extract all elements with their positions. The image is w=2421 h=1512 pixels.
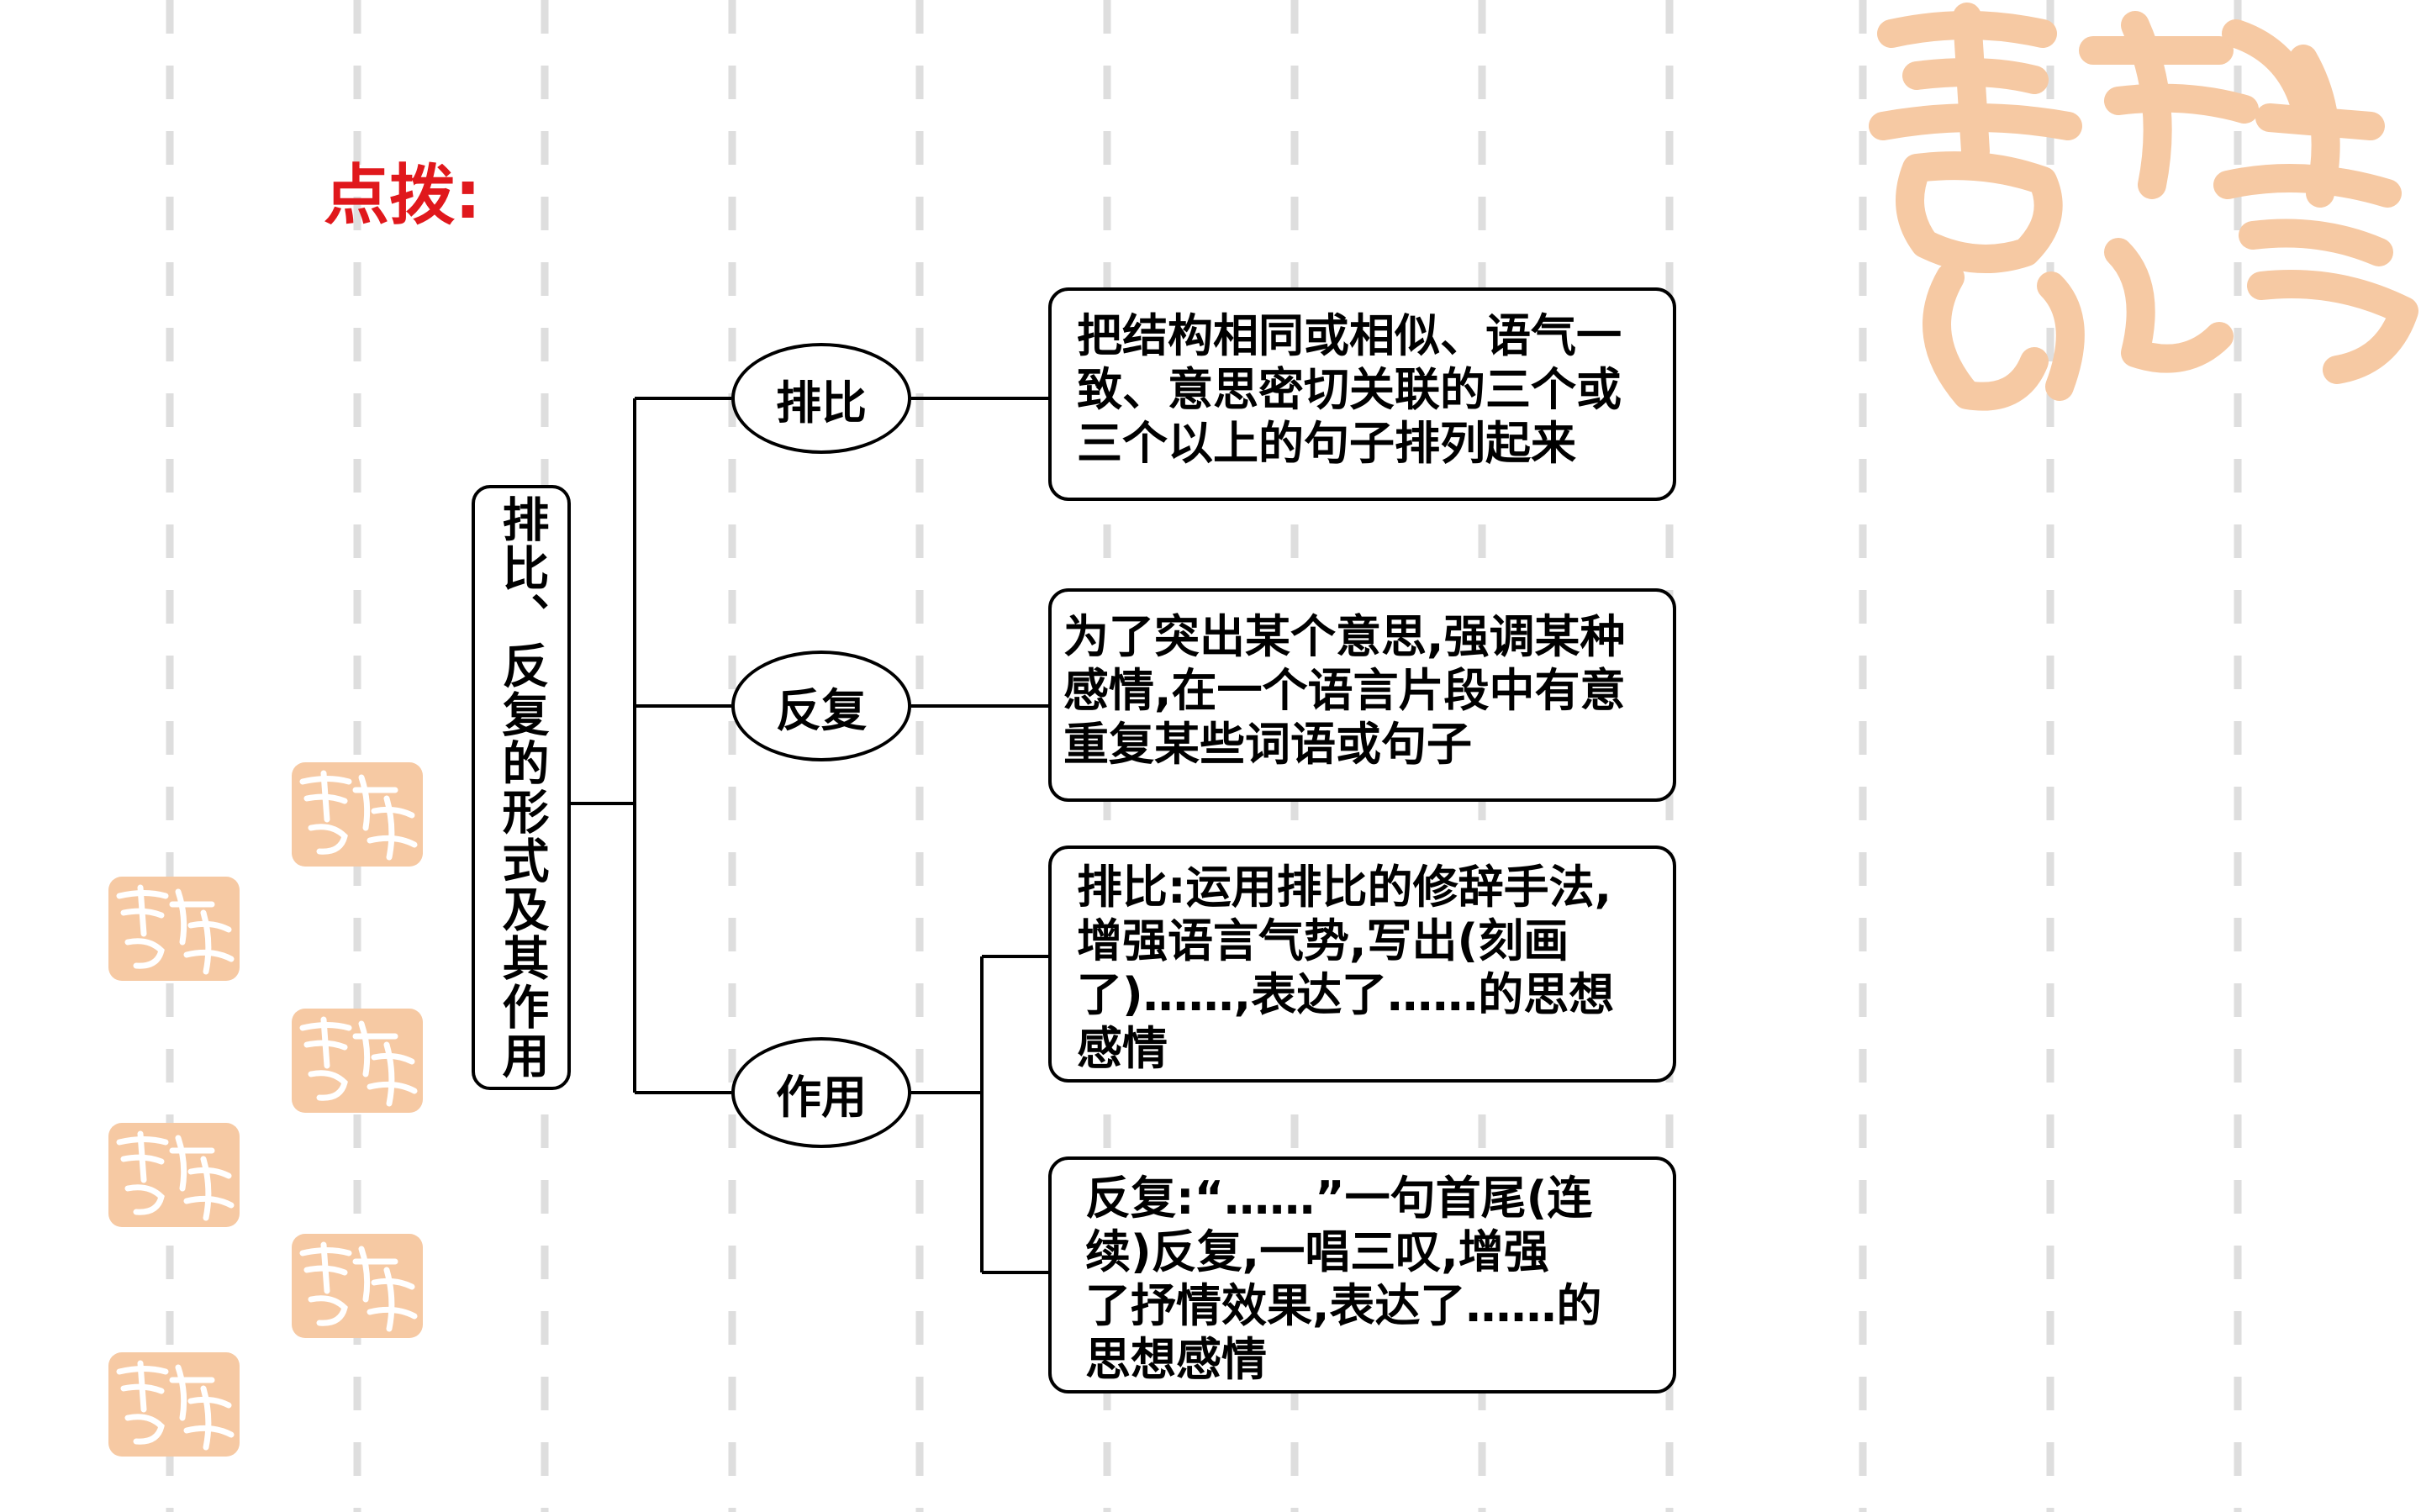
effect-box-paibi: 排比:运用排比的修辞手法, 增强语言气势,写出(刻画 了)……,表达了……的思想… (1048, 846, 1676, 1083)
definition-box-paibi: 把结构相同或相似、语气一 致、意思密切关联的三个或 三个以上的句子排列起来 (1048, 287, 1676, 501)
seal-icon (108, 1123, 240, 1227)
box-line: 感情,在一个语言片段中有意 (1063, 664, 1626, 717)
diagram-root-label: 排比、反复的形式及其作用 (494, 495, 549, 1080)
box-line: 了抒情效果,表达了……的 (1085, 1279, 1602, 1332)
seal-icon (108, 877, 240, 981)
seal-icon (292, 1234, 423, 1338)
diagram-root-node: 排比、反复的形式及其作用 (472, 485, 571, 1090)
box-line: 感情 (1077, 1022, 1168, 1075)
box-line: 思想感情 (1085, 1333, 1267, 1386)
branch-node-zuoyong: 作用 (731, 1037, 911, 1148)
branch-node-fanfu: 反复 (731, 651, 911, 761)
box-line: 排比:运用排比的修辞手法, (1077, 861, 1612, 914)
seal-icon (292, 762, 423, 867)
box-line: 把结构相同或相似、语气一 (1077, 309, 1622, 362)
box-line: 反复:“……”一句首尾(连 (1085, 1172, 1593, 1225)
box-line: 为了突出某个意思,强调某种 (1063, 610, 1626, 663)
seal-icon (1869, 3, 2418, 411)
box-line: 三个以上的句子排列起来 (1077, 417, 1576, 470)
definition-box-fanfu: 为了突出某个意思,强调某种 感情,在一个语言片段中有意 重复某些词语或句子 (1048, 588, 1676, 802)
box-line: 增强语言气势,写出(刻画 (1077, 914, 1569, 967)
seal-icon (292, 1009, 423, 1113)
branch-node-paibi: 排比 (731, 343, 911, 454)
seal-icon (108, 1352, 240, 1457)
box-line: 续)反复,一唱三叹,增强 (1085, 1225, 1549, 1278)
box-line: 重复某些词语或句子 (1063, 718, 1472, 771)
effect-box-fanfu: 反复:“……”一句首尾(连 续)反复,一唱三叹,增强 了抒情效果,表达了……的 … (1048, 1156, 1676, 1393)
box-line: 致、意思密切关联的三个或 (1077, 363, 1622, 416)
box-line: 了)……,表达了……的思想 (1077, 968, 1615, 1021)
page-title: 点拨: (324, 158, 482, 234)
